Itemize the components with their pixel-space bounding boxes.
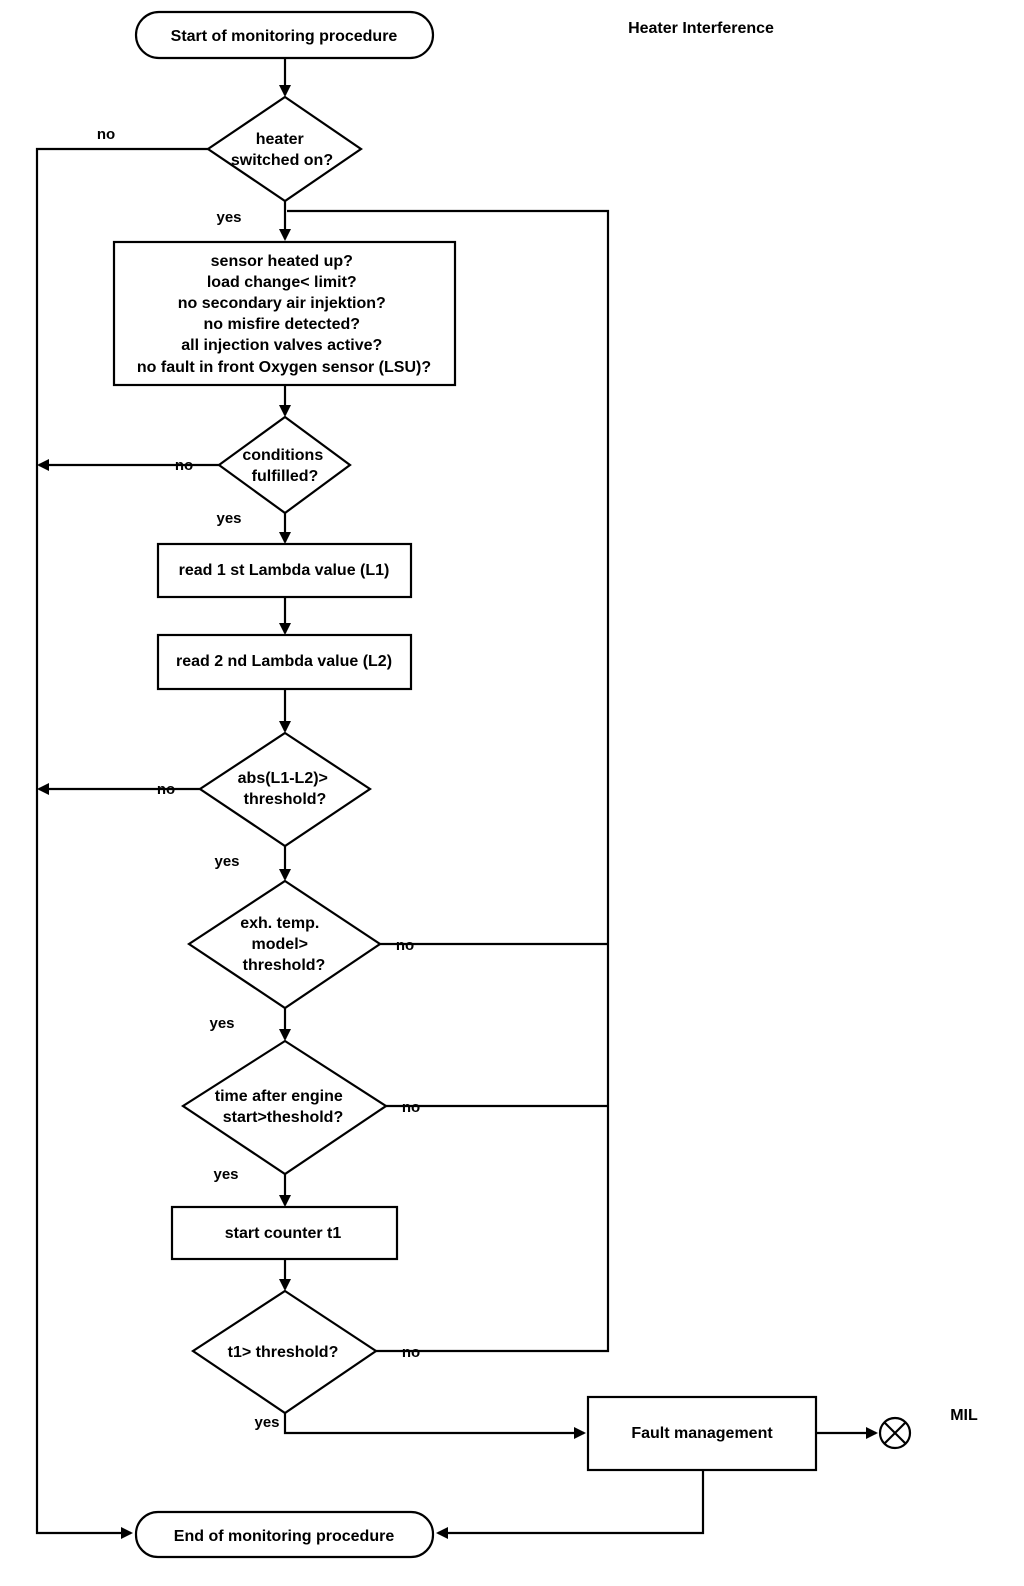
time-after-start-decision <box>180 1039 389 1176</box>
exh-temp-decision-label: exh. temp. model> threshold? <box>240 915 325 974</box>
fault-management-label: Fault management <box>631 1425 773 1442</box>
t1-threshold-decision-label: t1> threshold? <box>228 1344 339 1361</box>
end-terminal-label: End of monitoring procedure <box>174 1528 395 1545</box>
abs-diff-decision-label: abs(L1-L2)> threshold? <box>238 770 333 808</box>
read-l2-label: read 2 nd Lambda value (L2) <box>176 653 392 670</box>
edge-fault-to-end <box>436 1470 705 1539</box>
label-time-no: no <box>402 1099 420 1116</box>
edge-t1-yes <box>283 1413 586 1439</box>
label-heater-no: no <box>97 126 115 143</box>
mil-label: MIL <box>950 1407 978 1424</box>
read-l1-label: read 1 st Lambda value (L1) <box>179 562 390 579</box>
heater-decision <box>206 95 363 203</box>
label-t1-yes: yes <box>254 1414 279 1431</box>
conditions-decision <box>217 415 352 515</box>
diagram-title: Heater Interference <box>628 20 774 37</box>
t1-threshold-decision <box>191 1289 378 1415</box>
label-abs-yes: yes <box>214 853 239 870</box>
read-l1-box <box>156 542 413 599</box>
edge-loop-back <box>287 209 610 1353</box>
start-counter-label: start counter t1 <box>225 1225 342 1242</box>
start-terminal-label: Start of monitoring procedure <box>171 28 398 45</box>
label-time-yes: yes <box>213 1166 238 1183</box>
edge-heater-no <box>35 147 208 1539</box>
label-exh-yes: yes <box>209 1015 234 1032</box>
label-t1-no: no <box>402 1344 420 1361</box>
label-conditions-no: no <box>175 457 193 474</box>
label-conditions-yes: yes <box>216 510 241 527</box>
preconditions-box <box>112 240 457 387</box>
start-counter-box <box>170 1205 399 1261</box>
heater-decision-label: heater switched on? <box>231 131 333 169</box>
end-terminal <box>134 1510 435 1559</box>
preconditions-label: sensor heated up? load change< limit? no… <box>137 253 431 376</box>
abs-diff-decision <box>198 731 372 848</box>
start-terminal <box>134 10 435 60</box>
label-abs-no: no <box>157 781 175 798</box>
exh-temp-decision <box>187 879 382 1010</box>
mil-lamp-icon <box>878 1416 912 1450</box>
conditions-decision-label: conditions fulfilled? <box>242 447 327 485</box>
fault-management-box <box>586 1395 818 1472</box>
label-exh-no: no <box>396 937 414 954</box>
time-after-start-decision-label: time after engine start>theshold? <box>215 1088 347 1126</box>
label-heater-yes: yes <box>216 209 241 226</box>
read-l2-box <box>156 633 413 691</box>
